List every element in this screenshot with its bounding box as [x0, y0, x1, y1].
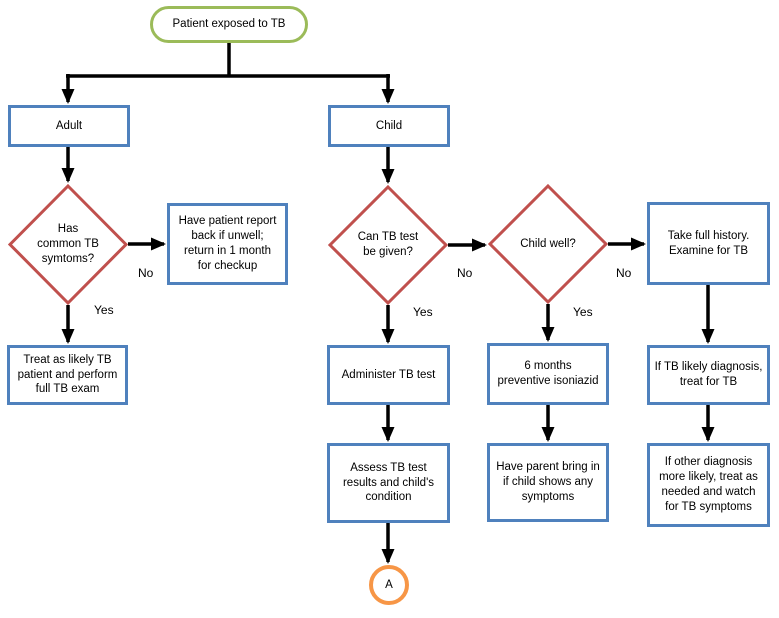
node-adult-label: Adult: [55, 119, 83, 132]
node-assess-results: Assess TB test results and child's condi…: [327, 443, 450, 523]
node-parent-bring: Have parent bring in if child shows any …: [487, 443, 609, 522]
edge-label-adult-yes: Yes: [94, 303, 114, 317]
node-isoniazid: 6 months preventive isoniazid: [487, 343, 609, 405]
node-administer-test-label: Administer TB test: [341, 368, 436, 381]
node-child: Child: [328, 105, 450, 147]
node-adult: Adult: [8, 105, 130, 147]
node-child-label: Child: [375, 119, 403, 132]
node-tb-likely-label: If TB likely diagnosis, treat for TB: [654, 361, 763, 388]
node-start-label: Patient exposed to TB: [172, 18, 286, 31]
decision-child-well-label: Child well?: [520, 237, 576, 250]
edge-label-childwell-no: No: [616, 266, 632, 280]
node-treat-adult-label: Treat as likely TB patient and perform f…: [17, 353, 118, 396]
node-other-diagnosis-label: If other diagnosis more likely, treat as…: [659, 456, 758, 513]
node-report-back: Have patient report back if unwell; retu…: [167, 203, 288, 285]
node-administer-test: Administer TB test: [327, 345, 450, 405]
node-tb-likely: If TB likely diagnosis, treat for TB: [647, 345, 770, 405]
edge-label-tbtest-yes: Yes: [413, 305, 433, 319]
node-parent-bring-label: Have parent bring in if child shows any …: [496, 461, 600, 503]
edge-label-adult-no: No: [138, 266, 154, 280]
node-start-terminator: Patient exposed to TB: [150, 6, 308, 43]
node-other-diagnosis: If other diagnosis more likely, treat as…: [647, 443, 770, 527]
decision-has-symptoms: Has common TB symtoms?: [8, 184, 128, 305]
diamond-shape: [488, 184, 608, 304]
edge-label-tbtest-no: No: [457, 266, 473, 280]
node-isoniazid-label: 6 months preventive isoniazid: [497, 360, 599, 387]
node-take-history-label: Take full history. Examine for TB: [667, 229, 750, 257]
diamond-shape: [328, 185, 448, 305]
diamond-shape: [8, 184, 128, 305]
edge-label-childwell-yes: Yes: [573, 305, 593, 319]
connector-circle-a: A: [369, 565, 409, 605]
decision-tb-test-label: Can TB test be given?: [357, 231, 419, 258]
decision-child-well: Child well?: [488, 184, 608, 304]
node-treat-adult: Treat as likely TB patient and perform f…: [7, 345, 128, 405]
node-report-back-label: Have patient report back if unwell; retu…: [178, 215, 277, 272]
decision-tb-test: Can TB test be given?: [328, 185, 448, 305]
connector-circle-a-label: A: [385, 578, 393, 591]
decision-has-symptoms-label: Has common TB symtoms?: [37, 223, 99, 265]
node-take-history: Take full history. Examine for TB: [647, 202, 770, 285]
node-assess-results-label: Assess TB test results and child's condi…: [342, 461, 435, 504]
